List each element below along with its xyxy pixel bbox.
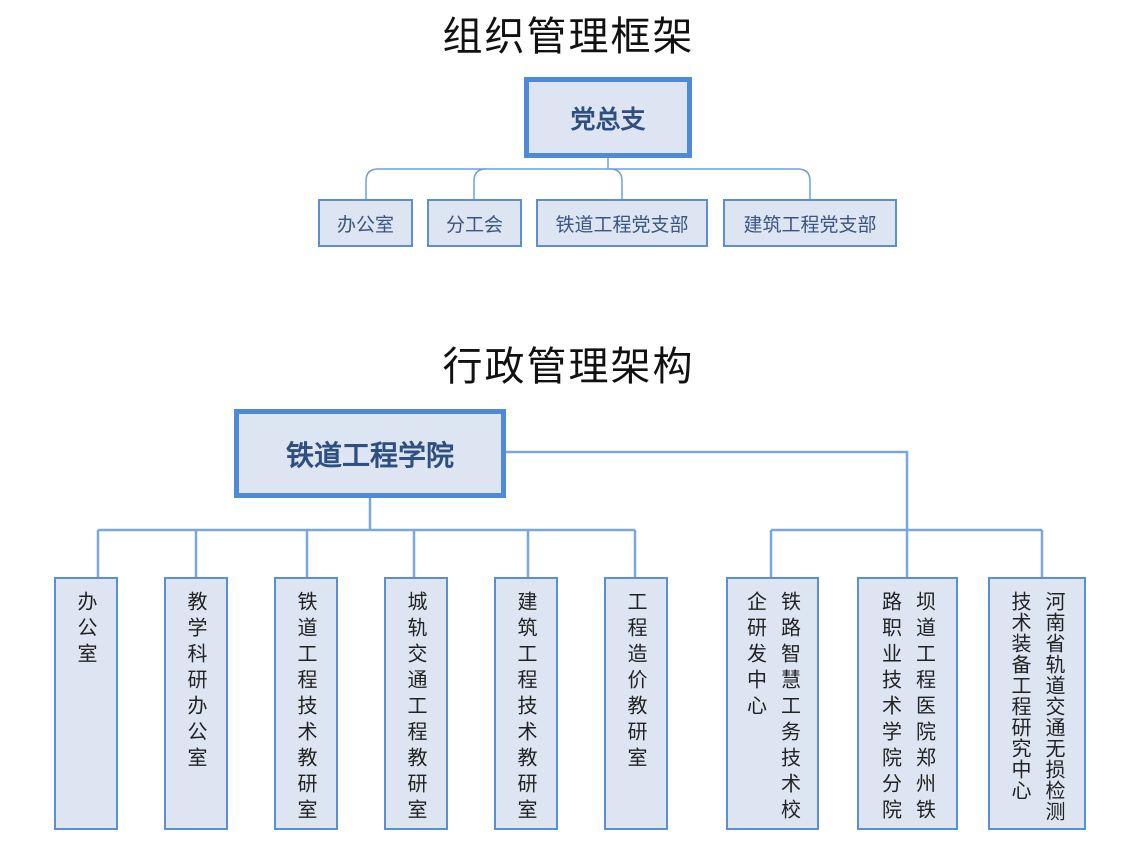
admin-title: 行政管理架构 (442, 344, 695, 390)
party-node-office: 办公室 (318, 199, 413, 247)
admin-node-urban-rail-label: 城轨交通工程教研室 (404, 591, 428, 825)
admin-node-rail-maintenance-line2: 企研发中心 (743, 591, 768, 721)
party-node-construction-branch: 建筑工程党支部 (723, 199, 897, 247)
party-connector-2 (473, 168, 487, 199)
admin-node-railway-tech-label: 铁道工程技术教研室 (294, 591, 318, 825)
admin-connector-right-arm (506, 450, 909, 530)
admin-node-urban-rail: 城轨交通工程教研室 (384, 577, 448, 830)
party-title: 组织管理框架 (442, 14, 695, 60)
admin-node-track-hospital-line2: 路职业技术学院分院 (878, 591, 903, 825)
party-node-railway-branch: 铁道工程党支部 (536, 199, 708, 247)
admin-node-office: 办公室 (54, 577, 118, 830)
admin-node-construction-tech: 建筑工程技术教研室 (494, 577, 558, 830)
admin-node-office-label: 办公室 (74, 591, 98, 669)
admin-node-ndt-line1: 河南省轨道交通无损检测 (1042, 591, 1066, 822)
admin-node-construction-tech-label: 建筑工程技术教研室 (514, 591, 538, 825)
admin-node-ndt-line2: 技术装备工程研究中心 (1008, 591, 1032, 801)
admin-root-node: 铁道工程学院 (234, 409, 506, 498)
admin-node-railway-tech: 铁道工程技术教研室 (274, 577, 338, 830)
party-connector-1 (365, 168, 379, 199)
admin-node-ndt-research-center: 河南省轨道交通无损检测 技术装备工程研究中心 (988, 577, 1086, 830)
admin-node-track-hospital-branch: 坝道工程医院郑州铁 路职业技术学院分院 (857, 577, 958, 830)
party-root-node: 党总支 (524, 77, 692, 158)
admin-node-cost-engineering-label: 工程造价教研室 (624, 591, 648, 773)
admin-node-rail-maintenance-center: 铁路智慧工务技术校 企研发中心 (726, 577, 819, 830)
admin-node-teaching-office-label: 教学科研办公室 (184, 591, 208, 773)
party-node-union: 分工会 (427, 199, 522, 247)
admin-node-teaching-office: 教学科研办公室 (164, 577, 228, 830)
admin-node-rail-maintenance-line1: 铁路智慧工务技术校 (777, 591, 802, 825)
party-connector-3 (609, 168, 623, 199)
admin-node-track-hospital-line1: 坝道工程医院郑州铁 (912, 591, 937, 825)
party-connector-bar (378, 168, 811, 199)
admin-node-cost-engineering: 工程造价教研室 (604, 577, 668, 830)
